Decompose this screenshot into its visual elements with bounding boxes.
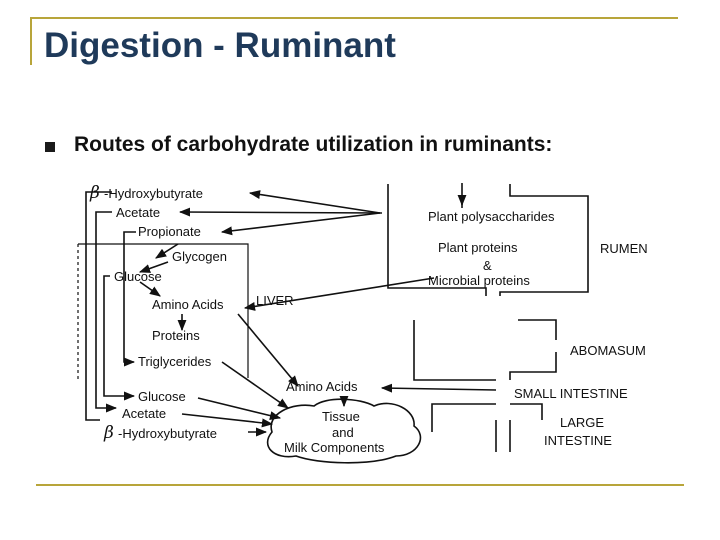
arrow-glucose-aminoacids (139, 281, 161, 297)
arrow-acetate-tissue (181, 413, 274, 428)
abomasum-label: ABOMASUM (570, 343, 646, 358)
bullet-text: Routes of carbohydrate utilization in ru… (74, 133, 553, 156)
and-label: and (332, 425, 354, 440)
plant-polysaccharides-label: Plant polysaccharides (428, 209, 555, 224)
glucose-liver-label: Glucose (114, 269, 162, 284)
arrow-to-acetate (178, 207, 383, 217)
bullet-marker (45, 142, 55, 152)
triglycerides-label: Triglycerides (138, 354, 212, 369)
large-label: LARGE (560, 415, 604, 430)
tissue-milk-blob (266, 398, 422, 464)
circulation-lines (85, 191, 136, 421)
arrow-si-aminoacids (380, 383, 497, 393)
amino-acids-si-label: Amino Acids (286, 379, 358, 394)
proteins-label: Proteins (152, 328, 200, 343)
arrow-glycogen-glucose (138, 261, 169, 273)
plant-proteins-label: Plant proteins (438, 240, 518, 255)
arrow-to-propionate (220, 212, 381, 236)
left-rule (30, 17, 32, 65)
small-intestine-label: SMALL INTESTINE (514, 386, 628, 401)
ampersand-label: & (483, 258, 492, 273)
digestive-tract-outline (387, 183, 589, 452)
glucose-bottom-label: Glucose (138, 389, 186, 404)
tissue-label: Tissue (322, 409, 360, 424)
intestine-label: INTESTINE (544, 433, 612, 448)
bottom-rule (36, 484, 684, 486)
acetate-bottom-label: Acetate (122, 406, 166, 421)
arrow-microbial-to-liver (243, 277, 435, 311)
top-rule (30, 17, 678, 19)
arrow-triglycerides-tissue (221, 361, 289, 409)
arrow-to-hydroxybutyrate (248, 190, 381, 214)
rumen-label: RUMEN (600, 241, 648, 256)
arrow-glucose-tissue (197, 397, 282, 420)
hydroxybutyrate-bottom-label: -Hydroxybutyrate (118, 426, 217, 441)
beta-symbol-top: β (89, 183, 100, 203)
glycogen-label: Glycogen (172, 249, 227, 264)
microbial-proteins-label: Microbial proteins (428, 273, 530, 288)
hydroxybutyrate-top-label: -Hydroxybutyrate (104, 186, 203, 201)
arrow-liver-aminoacids (237, 313, 299, 387)
milk-components-label: Milk Components (284, 440, 385, 455)
liver-label: LIVER (256, 293, 294, 308)
slide-title: Digestion - Ruminant (44, 26, 396, 65)
beta-symbol-bottom: β (103, 423, 114, 443)
liver-boundary (78, 243, 249, 378)
amino-acids-liver-label: Amino Acids (152, 297, 224, 312)
acetate-top-label: Acetate (116, 205, 160, 220)
arrow-propionate-glycogen (155, 243, 179, 259)
propionate-label: Propionate (138, 224, 201, 239)
